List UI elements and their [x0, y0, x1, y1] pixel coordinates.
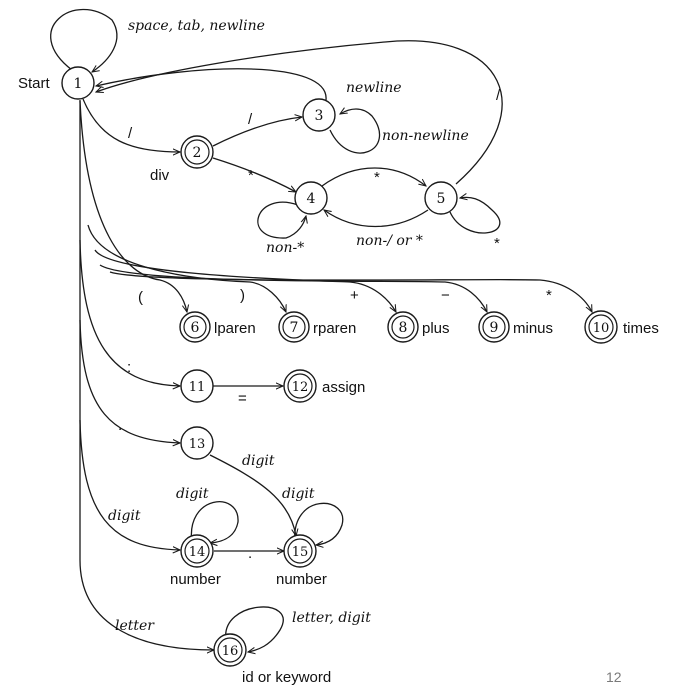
- edge-s1-loop: [50, 9, 118, 72]
- token-times: times: [623, 320, 659, 337]
- label-s3-loop: non-newline: [382, 128, 469, 144]
- token-minus: minus: [513, 320, 553, 337]
- token-id-or-keyword: id or keyword: [242, 669, 331, 686]
- edge-s1-s6: [79, 100, 187, 312]
- edge-s1-s14: [79, 419, 180, 550]
- state-10: 10: [584, 310, 618, 344]
- state-11: 11: [180, 369, 214, 403]
- state-12: 12: [283, 369, 317, 403]
- edge-s4-loop: [257, 201, 306, 239]
- label-s5-s4: non-/ or *: [356, 233, 423, 249]
- edge-s16-loop: [225, 606, 284, 652]
- state-nodes: 1 2 3 4 5 6 7 8 9 10 11 12 13 14 15 16: [61, 66, 618, 667]
- label-s1-s16: letter: [115, 618, 155, 634]
- label-s4-s5: *: [374, 169, 380, 186]
- edge-s3-loop: [329, 109, 380, 154]
- label-s1-s13: .: [118, 417, 122, 434]
- label-s1-s6: (: [138, 289, 143, 306]
- edge-s3-s1: [96, 68, 327, 101]
- label-s4-loop: non-*: [266, 240, 304, 256]
- label-s3-s1: newline: [346, 80, 402, 96]
- edge-s2-s3: [212, 117, 302, 147]
- state-6-label: 6: [191, 320, 200, 336]
- state-8: 8: [387, 311, 419, 343]
- edge-s5-s1: [96, 40, 503, 185]
- edge-s1-s7: [87, 224, 286, 312]
- token-labels: div lparen rparen plus minus times assig…: [150, 167, 659, 686]
- edge-s1-s9: [99, 264, 488, 312]
- token-rparen: rparen: [313, 320, 356, 337]
- state-9-label: 9: [490, 320, 499, 336]
- label-s5-s1: /: [496, 87, 501, 104]
- transition-labels: space, tab, newline / / newline non-newl…: [108, 18, 552, 634]
- label-s1-s7: ): [240, 287, 245, 304]
- state-3: 3: [302, 98, 336, 132]
- state-5-label: 5: [437, 191, 446, 207]
- token-assign: assign: [322, 379, 365, 396]
- state-1-label: 1: [74, 76, 83, 92]
- state-2-label: 2: [193, 145, 202, 161]
- state-9: 9: [478, 311, 510, 343]
- label-s2-s3: /: [248, 111, 253, 128]
- label-s15-loop: digit: [282, 486, 315, 502]
- state-6: 6: [179, 311, 211, 343]
- label-s13-s15: digit: [242, 453, 275, 469]
- label-s2-s4: *: [248, 167, 254, 184]
- state-3-label: 3: [315, 108, 324, 124]
- state-16: 16: [213, 633, 247, 667]
- label-s14-loop: digit: [176, 486, 209, 502]
- edge-s1-s2: [82, 98, 180, 152]
- state-8-label: 8: [399, 320, 408, 336]
- label-s1-s8: +: [350, 287, 359, 304]
- state-12-label: 12: [292, 380, 309, 395]
- state-10-label: 10: [593, 321, 610, 336]
- transition-edges: [50, 9, 593, 652]
- edge-s4-s5: [321, 167, 426, 186]
- edge-s13-s15: [209, 454, 296, 536]
- label-s11-s12: =: [238, 390, 247, 407]
- label-s1-s2: /: [128, 125, 133, 142]
- state-5: 5: [424, 181, 458, 215]
- token-lparen: lparen: [214, 320, 256, 337]
- page-number: 12: [606, 669, 622, 685]
- label-s16-loop: letter, digit: [292, 610, 371, 626]
- token-plus: plus: [422, 320, 450, 337]
- state-4: 4: [294, 181, 328, 215]
- edge-s14-loop: [190, 501, 239, 543]
- state-13-label: 13: [189, 437, 206, 452]
- token-number-14: number: [170, 571, 221, 588]
- state-1: 1: [61, 66, 95, 100]
- label-s5-loop: *: [494, 235, 500, 252]
- state-16-label: 16: [222, 644, 239, 659]
- label-s1-s14: digit: [108, 508, 141, 524]
- edge-s5-s4: [324, 210, 429, 228]
- edge-s5-loop: [449, 197, 501, 234]
- edge-s15-loop: [294, 502, 344, 545]
- token-div: div: [150, 167, 170, 184]
- state-4-label: 4: [307, 191, 316, 207]
- edge-s1-s16: [79, 100, 214, 650]
- edge-s1-s11: [79, 239, 180, 386]
- edge-s2-s4: [212, 157, 296, 192]
- label-s1-s11: :: [127, 359, 131, 376]
- token-number-15: number: [276, 571, 327, 588]
- state-11-label: 11: [189, 380, 206, 395]
- state-7: 7: [278, 311, 310, 343]
- state-2: 2: [180, 135, 214, 169]
- state-14: 14: [180, 534, 214, 568]
- state-13: 13: [180, 426, 214, 460]
- label-s1-loop: space, tab, newline: [128, 18, 265, 34]
- label-s1-s9: −: [441, 287, 450, 304]
- state-7-label: 7: [290, 320, 299, 336]
- start-label: Start: [18, 75, 51, 92]
- state-15: 15: [283, 534, 317, 568]
- edge-s1-s10: [109, 271, 593, 312]
- label-s1-s10: *: [546, 287, 552, 304]
- label-s14-s15: .: [248, 545, 252, 562]
- state-15-label: 15: [292, 545, 309, 560]
- edge-s1-s13: [79, 319, 180, 443]
- state-14-label: 14: [189, 545, 206, 560]
